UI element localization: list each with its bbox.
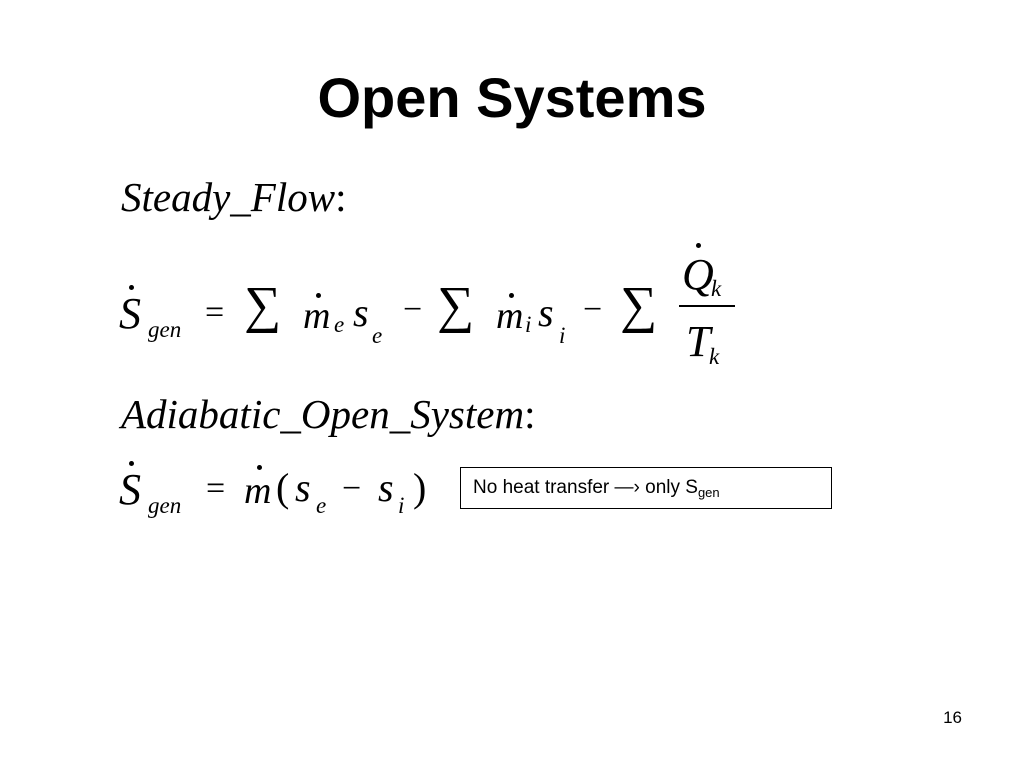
equals-sign: =: [206, 470, 226, 507]
steady-flow-heading: Steady_Flow:: [121, 172, 346, 222]
heading-colon: :: [335, 174, 347, 220]
gen-subscript: gen: [148, 317, 182, 342]
entropy-symbol: s: [378, 465, 394, 510]
equals-sign: =: [205, 294, 225, 331]
dot-accent: [316, 293, 321, 298]
dot-accent: [129, 461, 134, 466]
close-paren: ): [413, 465, 427, 510]
exit-subscript: e: [334, 312, 345, 337]
entropy-gen-symbol: S: [119, 465, 141, 514]
mass-flow-symbol: m: [496, 295, 524, 337]
dot-accent: [696, 243, 701, 248]
heat-rate-symbol: Q: [682, 250, 714, 299]
k-subscript: k: [711, 276, 722, 301]
entropy-symbol: s: [538, 290, 554, 335]
slide-title: Open Systems: [317, 66, 707, 129]
open-paren: (: [276, 465, 290, 510]
inlet-subscript: i: [559, 323, 566, 348]
inlet-subscript: i: [525, 312, 532, 337]
note-box: No heat transfer —› only Sgen: [460, 467, 832, 509]
entropy-symbol: s: [353, 290, 369, 335]
exit-subscript: e: [316, 493, 327, 518]
adiabatic-heading: Adiabatic_Open_System:: [121, 389, 535, 439]
entropy-symbol: s: [295, 465, 311, 510]
sum-symbol: ∑: [437, 277, 475, 334]
dot-accent: [257, 465, 262, 470]
minus-sign: −: [403, 291, 423, 328]
steady-flow-heading-text: Steady_Flow: [121, 174, 336, 220]
note-text: No heat transfer —› only S: [473, 477, 698, 498]
page-number: 16: [943, 708, 962, 727]
dot-accent: [129, 285, 134, 290]
sum-symbol: ∑: [244, 277, 282, 334]
mass-flow-symbol: m: [244, 470, 272, 512]
mass-flow-symbol: m: [303, 295, 331, 337]
k-subscript: k: [709, 344, 720, 369]
exit-subscript: e: [372, 323, 383, 348]
heading-colon: :: [524, 391, 536, 437]
dot-accent: [509, 293, 514, 298]
fraction-bar: [679, 305, 735, 307]
sum-symbol: ∑: [620, 277, 658, 334]
minus-sign: −: [583, 291, 603, 328]
temperature-symbol: T: [686, 317, 711, 366]
inlet-subscript: i: [398, 493, 405, 518]
minus-sign: −: [342, 470, 362, 507]
gen-subscript: gen: [148, 493, 182, 518]
adiabatic-heading-text: Adiabatic_Open_System: [121, 391, 525, 437]
note-subscript: gen: [697, 485, 720, 500]
entropy-gen-symbol: S: [119, 289, 141, 338]
